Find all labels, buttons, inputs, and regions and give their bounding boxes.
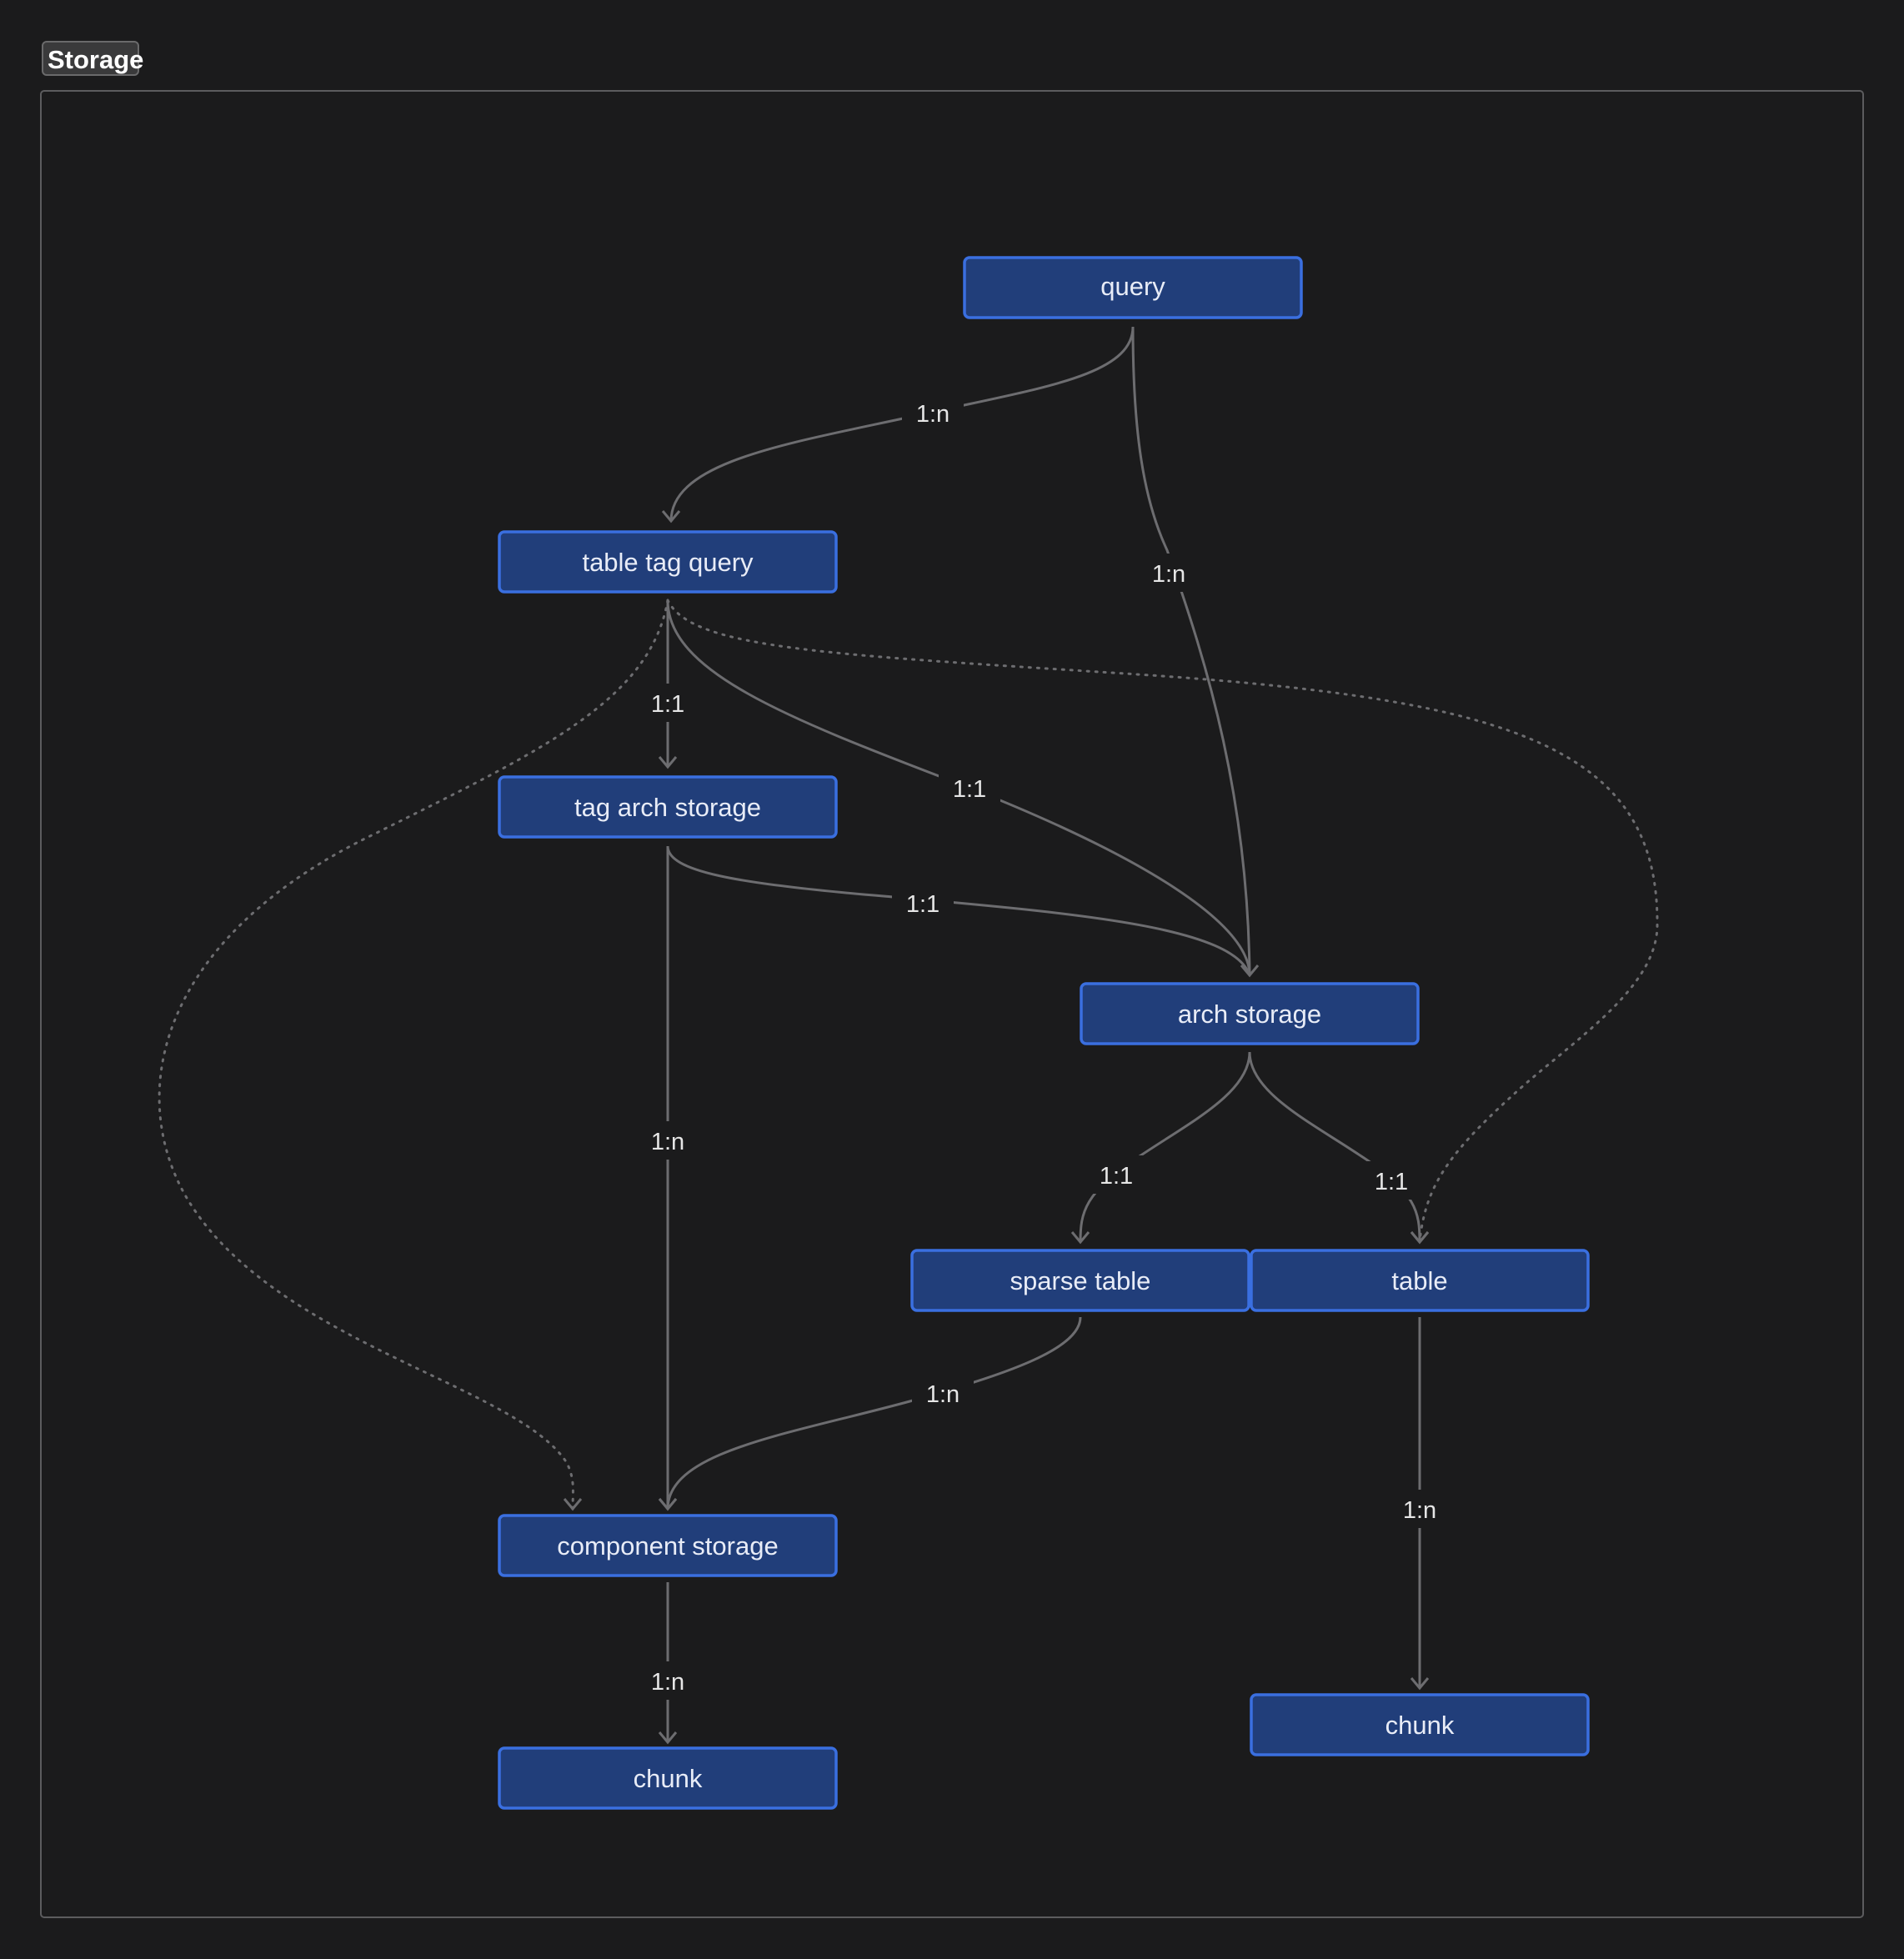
edge-label-arch-storage-table: 1:1 xyxy=(1360,1161,1422,1200)
svg-text:1:n: 1:n xyxy=(926,1381,960,1408)
storage-group-title: Storage xyxy=(48,45,143,74)
edge-dotted-table-tag-query-to-component-storage xyxy=(158,599,669,1511)
edge-arch-storage-to-sparse-table xyxy=(1070,1051,1251,1245)
node-table-label: table xyxy=(1391,1266,1447,1295)
edge-label-tag-arch-storage-arch-storage: 1:1 xyxy=(892,884,954,922)
node-table-tag-query-label: table tag query xyxy=(582,548,754,577)
node-arch-storage[interactable]: arch storage xyxy=(1080,982,1420,1045)
edge-sparse-table-to-component-storage xyxy=(658,1316,1082,1511)
edge-query-to-arch-storage xyxy=(1131,326,1260,978)
node-table[interactable]: table xyxy=(1250,1249,1590,1312)
node-sparse-table-label: sparse table xyxy=(1010,1266,1151,1295)
node-component-storage-label: component storage xyxy=(557,1531,778,1561)
edge-label-table-tag-query-arch-storage: 1:1 xyxy=(939,769,1000,807)
node-arch-storage-label: arch storage xyxy=(1178,1000,1321,1029)
svg-text:1:1: 1:1 xyxy=(906,891,939,918)
node-tag-arch-storage[interactable]: tag arch storage xyxy=(498,775,838,839)
svg-text:1:1: 1:1 xyxy=(1100,1163,1133,1190)
node-chunk-right[interactable]: chunk xyxy=(1250,1693,1590,1756)
svg-text:1:n: 1:n xyxy=(651,1129,684,1155)
node-chunk-left-label: chunk xyxy=(634,1764,703,1793)
edge-tag-arch-storage-to-arch-storage xyxy=(666,845,1251,976)
svg-text:1:1: 1:1 xyxy=(1375,1169,1408,1195)
node-component-storage[interactable]: component storage xyxy=(498,1514,838,1577)
node-query[interactable]: query xyxy=(963,256,1303,319)
edge-dotted-table-tag-query-to-table xyxy=(666,599,1659,1245)
edge-label-table-tag-query-tag-arch-storage: 1:1 xyxy=(637,684,699,722)
edge-label-sparse-table-component-storage: 1:n xyxy=(912,1374,974,1412)
node-chunk-left[interactable]: chunk xyxy=(498,1746,838,1810)
node-tag-arch-storage-label: tag arch storage xyxy=(574,793,761,822)
edge-label-table-chunk-right: 1:n xyxy=(1389,1490,1451,1528)
edge-label-component-storage-chunk-left: 1:n xyxy=(637,1661,699,1700)
edge-label-tag-arch-storage-component-storage: 1:n xyxy=(637,1121,699,1160)
storage-group-frame xyxy=(40,90,1864,1918)
svg-text:1:n: 1:n xyxy=(916,401,949,428)
node-table-tag-query[interactable]: table tag query xyxy=(498,530,838,594)
edge-label-query-table-tag-query: 1:n xyxy=(902,393,964,432)
svg-text:1:n: 1:n xyxy=(1403,1497,1436,1524)
node-sparse-table[interactable]: sparse table xyxy=(910,1249,1250,1312)
svg-text:1:1: 1:1 xyxy=(651,691,684,718)
edge-label-query-arch-storage: 1:n xyxy=(1138,554,1200,592)
storage-group-tag: Storage xyxy=(42,41,143,76)
svg-text:1:1: 1:1 xyxy=(953,776,986,803)
node-chunk-right-label: chunk xyxy=(1385,1711,1455,1740)
svg-text:1:n: 1:n xyxy=(1152,561,1185,588)
edge-arch-storage-to-table xyxy=(1248,1051,1430,1245)
svg-text:1:n: 1:n xyxy=(651,1669,684,1696)
node-query-label: query xyxy=(1100,272,1165,301)
edge-label-arch-storage-sparse-table: 1:1 xyxy=(1085,1155,1147,1194)
